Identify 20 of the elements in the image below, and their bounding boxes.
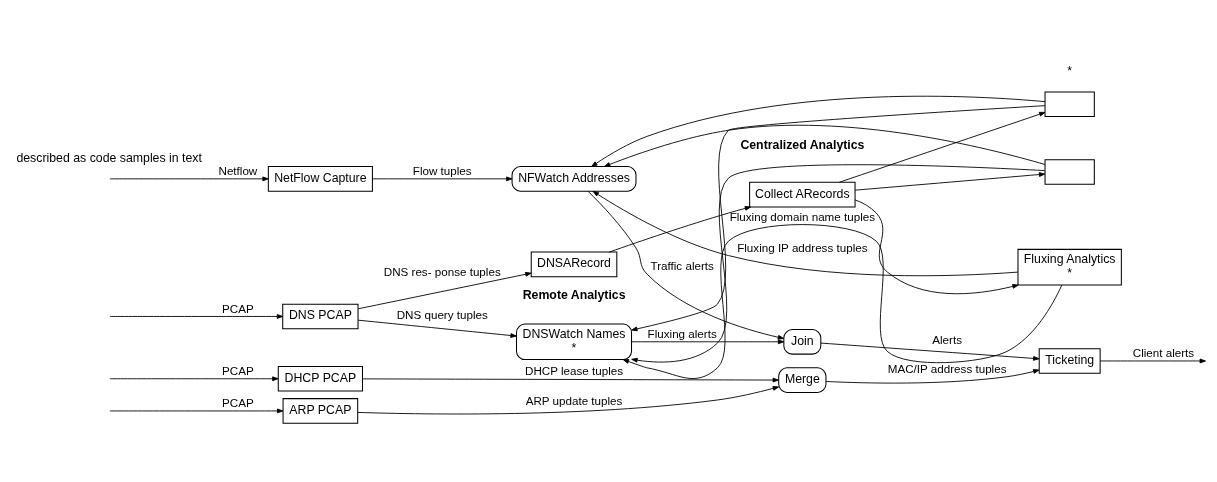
edge-label: Fluxing domain name tuples — [729, 209, 876, 223]
edge-label: DHCP lease tuples — [525, 363, 624, 377]
edge-label: Alerts — [932, 332, 962, 346]
edge-label: PCAP — [222, 395, 254, 409]
edge-label: ARP update tuples — [525, 393, 623, 406]
edge-label: Flow tuples — [412, 163, 472, 177]
edge-label: Traffic alerts — [650, 258, 714, 272]
edge-label: Fluxing IP address tuples — [737, 240, 868, 254]
edge-label: Fluxing alerts — [647, 326, 717, 340]
edge-label: PCAP — [222, 301, 254, 315]
edge-label: MAC/IP address tuples — [887, 361, 1007, 375]
label: * — [1067, 63, 1073, 78]
edge-label: Client alerts — [1132, 345, 1195, 359]
edge-label: Netflow — [218, 163, 258, 177]
edge-label: PCAP — [222, 363, 254, 377]
label: Centralized Analytics — [740, 137, 865, 152]
label: Remote Analytics — [522, 287, 626, 302]
edge-label: DNS res- ponse tuples — [383, 264, 501, 278]
label: described as code samples in text — [16, 150, 202, 165]
edge-label: DNS query tuples — [396, 307, 488, 321]
